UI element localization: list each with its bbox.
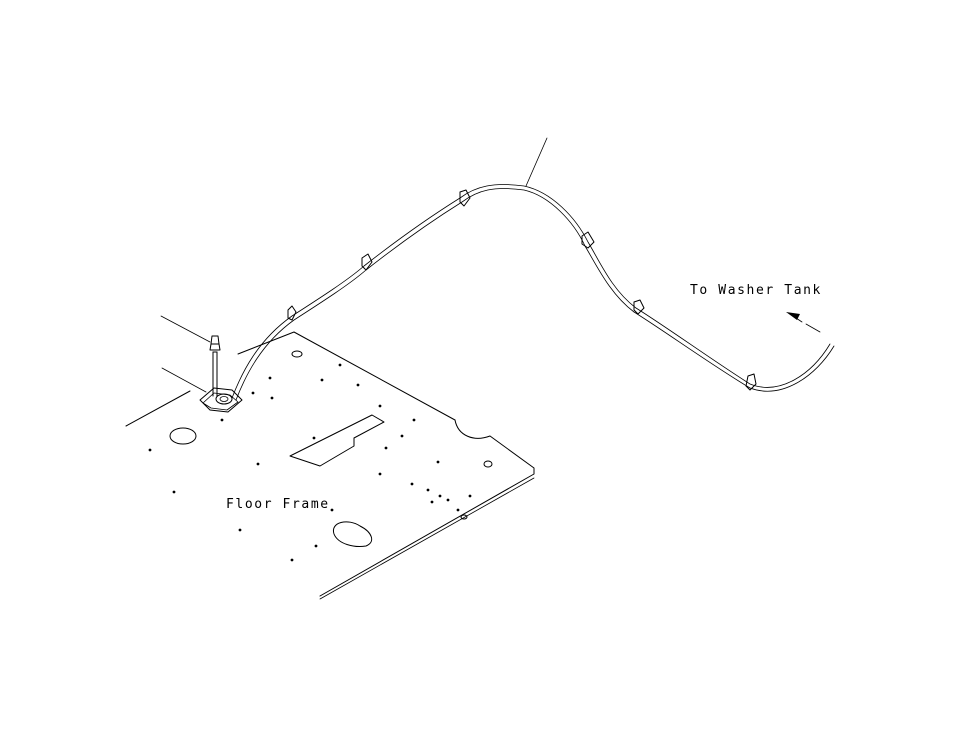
leader-lines: [160, 137, 548, 393]
frame-holes: [148, 363, 472, 562]
washer-hose: [231, 184, 835, 401]
hose-clips: [287, 189, 757, 391]
to-washer-tank-label: To Washer Tank: [690, 283, 822, 298]
floor-frame-plate: [125, 331, 535, 600]
washer-nozzle-assembly: [199, 335, 243, 413]
floor-frame-label: Floor Frame: [226, 497, 330, 512]
direction-arrow: [786, 312, 821, 333]
